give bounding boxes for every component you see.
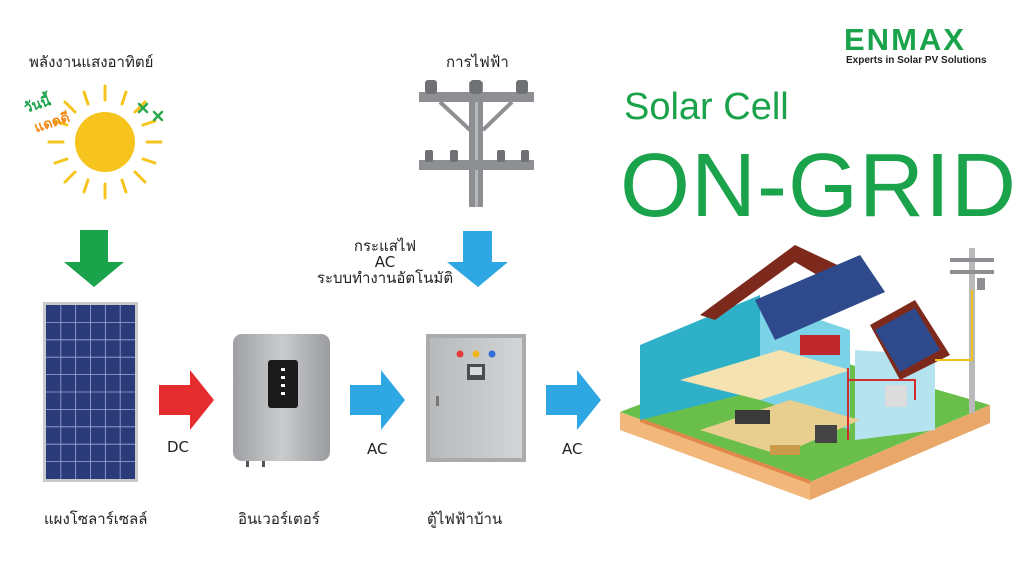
grid-flow-label: กระแสไฟ AC ระบบทำงานอัตโนมัติ xyxy=(310,238,460,286)
link-label-ac-1: AC xyxy=(367,440,388,458)
sun-label: พลังงานแสงอาทิตย์ xyxy=(29,53,154,71)
solar-panel-label: แผงโซลาร์เซลล์ xyxy=(44,510,148,528)
house-illustration xyxy=(620,245,994,500)
brand-logo: ENMAX xyxy=(844,22,966,57)
inverter-icon xyxy=(233,334,330,467)
grid-flow-line2: AC xyxy=(374,253,396,271)
dc-arrow xyxy=(159,370,214,430)
ac-arrow-2 xyxy=(546,370,601,430)
grid-flow-line1: กระแสไฟ xyxy=(353,237,417,255)
solar-panel-icon xyxy=(43,302,138,482)
link-label-ac-2: AC xyxy=(562,440,583,458)
sun-icon xyxy=(47,84,163,200)
grid-arrow xyxy=(447,231,508,287)
inverter-label: อินเวอร์เตอร์ xyxy=(238,510,320,528)
ac-arrow-1 xyxy=(350,370,405,430)
utility-pole-icon xyxy=(419,80,534,207)
title-sub: Solar Cell xyxy=(624,86,789,128)
electrical-cabinet-icon xyxy=(426,334,526,462)
grid-label: การไฟฟ้า xyxy=(446,53,509,71)
grid-flow-line3: ระบบทำงานอัตโนมัติ xyxy=(316,269,454,287)
cabinet-label: ตู้ไฟฟ้าบ้าน xyxy=(427,510,503,528)
link-label-dc: DC xyxy=(167,438,190,456)
sunlight-arrow xyxy=(64,230,124,287)
title-main: ON-GRID xyxy=(620,136,1017,236)
sparkle-icon xyxy=(137,102,164,122)
brand-tagline: Experts in Solar PV Solutions xyxy=(846,55,987,66)
